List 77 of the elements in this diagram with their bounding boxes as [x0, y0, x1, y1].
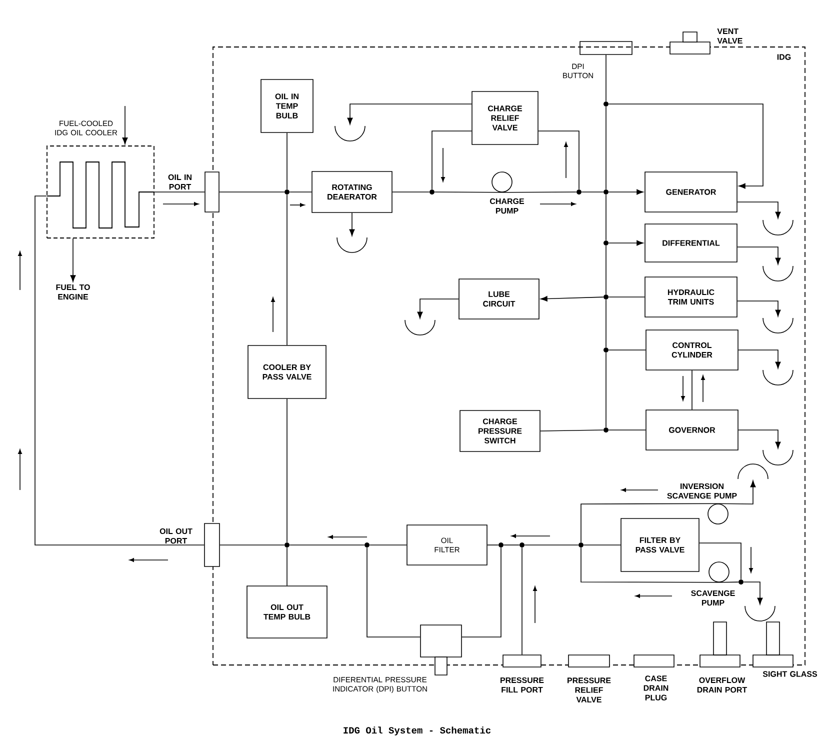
pipe-arrow: [718, 480, 756, 504]
pipe: [487, 544, 499, 546]
node-label: SCAVENGE PUMP: [691, 590, 735, 606]
component-box: OIL OUT TEMP BULB: [246, 586, 328, 638]
component-box: CHARGE PRESSURE SWITCH: [460, 410, 540, 452]
drain-symbol: [744, 606, 776, 622]
pipe: [286, 398, 288, 543]
drain-symbol: [404, 320, 436, 336]
node-label: VENT VALVE: [717, 28, 742, 44]
pipe-arrow: [70, 238, 76, 282]
pipe: [524, 544, 579, 546]
pipe: [434, 192, 502, 193]
pipe: [580, 503, 718, 543]
pipe: [462, 547, 502, 638]
caption: IDG Oil System - Schematic: [344, 726, 491, 736]
component-box: COOLER BY PASS VALVE: [248, 345, 326, 399]
component-box: GENERATOR: [644, 172, 738, 212]
pipe: [503, 544, 520, 546]
drain-symbol: [762, 370, 794, 386]
pipe: [718, 582, 739, 583]
pipe: [538, 130, 580, 190]
pipe: [540, 430, 604, 432]
pipe-arrow: [608, 189, 644, 195]
node-label: PRESSURE FILL PORT: [500, 677, 544, 693]
pipe: [286, 194, 288, 346]
component-box: FILTER BY PASS VALVE: [620, 518, 700, 572]
node-label: SIGHT GLASS: [762, 671, 818, 677]
component-box: GOVERNOR: [646, 410, 738, 450]
pipe: [580, 547, 720, 583]
pipe: [369, 544, 407, 546]
node-label: OIL IN PORT: [168, 174, 192, 190]
drain-symbol: [334, 126, 366, 142]
pipe-arrow: [608, 104, 764, 189]
drain-symbol: [738, 464, 768, 480]
component-box: ROTATING DEAERATOR: [312, 171, 392, 213]
component-box: CHARGE RELIEF VALVE: [472, 91, 538, 145]
drain-symbol: [762, 220, 794, 236]
node-label: OVERFLOW DRAIN PORT: [697, 677, 748, 693]
component-box: CONTROL CYLINDER: [646, 330, 738, 370]
pipe-arrow: [743, 582, 763, 605]
component-box: HYDRAULIC TRIM UNITS: [644, 276, 738, 318]
drain-symbol: [762, 450, 794, 466]
node-label: CHARGE PUMP: [490, 198, 524, 214]
pipe-arrow: [349, 212, 355, 236]
pipe-arrow: [737, 300, 781, 317]
pipe: [583, 544, 621, 546]
component-box: LUBE CIRCUIT: [458, 278, 540, 320]
component-box: DIFFERENTIAL: [644, 224, 738, 262]
drain-symbol: [762, 266, 794, 282]
pipe: [286, 547, 288, 586]
pipe-arrow: [738, 350, 781, 369]
drain-symbol: [336, 237, 368, 253]
pipe-arrow: [417, 298, 459, 319]
component-box: OIL IN TEMP BULB: [260, 79, 314, 133]
pipe: [502, 192, 577, 193]
node-label: CASE DRAIN PLUG: [644, 676, 668, 700]
pipe: [34, 196, 204, 546]
pipe: [366, 547, 420, 638]
pipe: [220, 544, 285, 546]
pump: CHARGE PUMP: [490, 172, 524, 214]
pipe: [608, 296, 645, 298]
pipe-arrow: [738, 430, 781, 449]
pipe-arrow: [122, 106, 128, 144]
pipe-arrow: [737, 202, 781, 219]
node-label: INVERSION SCAVENGE PUMP: [667, 483, 737, 499]
pipe: [286, 132, 288, 190]
pipe-arrow: [737, 246, 781, 265]
pipe: [289, 544, 365, 546]
outlet-label: FUEL TO ENGINE: [56, 284, 90, 300]
pipe: [699, 542, 742, 580]
pipe: [432, 130, 472, 190]
node-label: OIL OUT PORT: [160, 528, 192, 544]
pipe-arrow: [608, 240, 644, 246]
pipe-arrow: [347, 104, 472, 125]
pipe-arrow: [540, 296, 604, 302]
node-label: PRESSURE RELIEF VALVE: [568, 678, 611, 702]
drain-symbol: [762, 318, 794, 334]
